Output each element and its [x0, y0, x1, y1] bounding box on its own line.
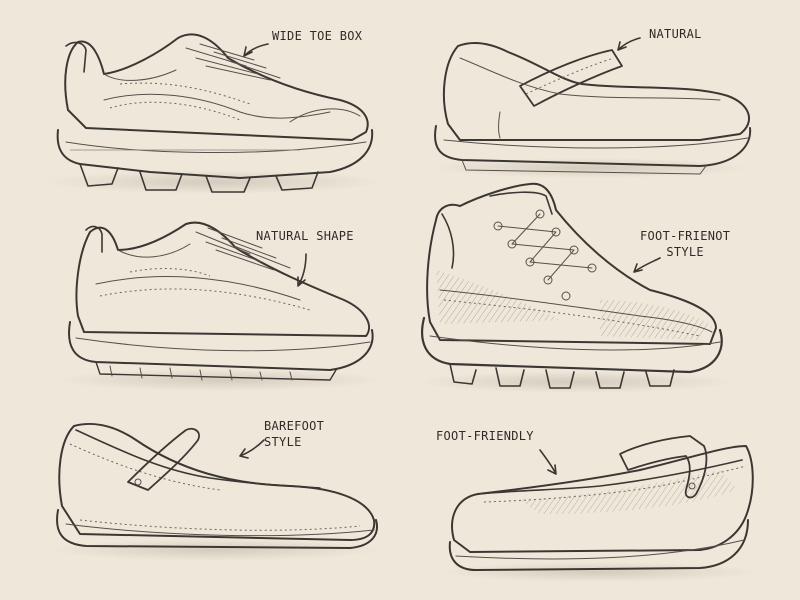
arrow-natural-shape [297, 253, 307, 287]
arrow-wide-toe-box [243, 43, 269, 57]
arrow-natural [617, 37, 641, 51]
label-natural: NATURAL [649, 27, 702, 41]
chunky-sneaker-sketch [45, 33, 385, 194]
barefoot-flat-sketch [50, 422, 380, 561]
label-barefoot-style: BAREFOOT STYLE [264, 419, 325, 449]
arrow-barefoot-style [239, 439, 265, 459]
label-wide-toe-box: WIDE TOE BOX [272, 29, 363, 43]
arrow-foot-frienot [633, 257, 661, 273]
label-foot-frienot-style: FOOT-FRIENOT STYLE [640, 229, 731, 259]
hiking-boot-sketch [415, 182, 735, 393]
strap-shoe-sketch [430, 42, 752, 178]
label-natural-shape: NATURAL SHAPE [256, 229, 354, 243]
low-sneaker-sketch [55, 221, 385, 391]
arrow-foot-friendly [539, 449, 557, 475]
label-foot-friendly: FOOT-FRIENDLY [436, 429, 534, 443]
foot-friendly-flat-sketch [440, 435, 760, 582]
